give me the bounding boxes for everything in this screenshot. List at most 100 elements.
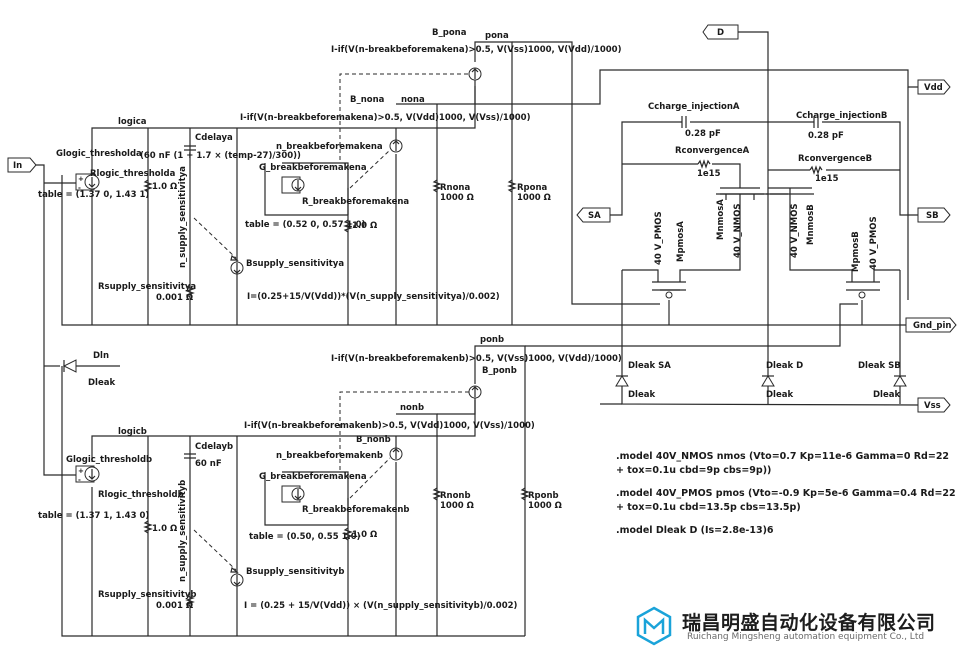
r-break-b-label: R_breakbeforemakenb (302, 505, 410, 515)
rconv-a-label: RconvergenceA (675, 146, 750, 156)
port-gnd-pin: Gnd_pin (905, 317, 957, 333)
rsupply-a-label: Rsupply_sensitivitya (98, 282, 196, 292)
b-non-a-expr: I-if(V(n-breakbeforemakena)>0.5, V(Vdd)1… (240, 113, 531, 123)
dleak-sa-diode (615, 375, 629, 387)
n-break-a-label: n_breakbeforemakena (276, 142, 383, 152)
g-break-a-source (281, 176, 305, 194)
port-d: D (702, 24, 739, 40)
rsupply-b-value: 0.001 Ω (156, 601, 193, 611)
port-vdd: Vdd (917, 79, 951, 95)
dleak-sb-diode (893, 375, 907, 387)
port-sb: SB (917, 207, 951, 223)
rpon-a-resistor (507, 179, 517, 193)
glogic-b-label: Glogic_thresholdb (66, 455, 152, 465)
net-logica: logica (118, 117, 147, 127)
ccharge-a-label: Ccharge_injectionA (648, 102, 740, 112)
dleak-sa-label: Dleak SA (628, 361, 671, 371)
rnon-b-value: 1000 Ω (440, 501, 474, 511)
mp-b-type: 40 V_PMOS (869, 216, 879, 270)
ccharge-b-capacitor (813, 116, 819, 128)
rnon-b-label: Rnonb (440, 491, 471, 501)
logo-company-name-cn: 瑞昌明盛自动化设备有限公司 (682, 612, 936, 634)
rconv-b-value: 1e15 (815, 174, 839, 184)
cdelay-b-capacitor (184, 453, 196, 459)
rconv-a-resistor (697, 159, 711, 169)
b-break-a-source (389, 139, 403, 153)
b-non-b-label: B_nonb (356, 435, 391, 445)
port-gnd-pin-label: Gnd_pin (913, 321, 951, 331)
n-break-b-label: n_breakbeforemakenb (276, 451, 383, 461)
rnon-b-resistor (432, 487, 442, 501)
rlogic-b-value: 1.0 Ω (152, 524, 177, 534)
model-pmos-line2: + tox=0.1u cbd=13.5p cbs=13.5p) (616, 502, 801, 513)
dleak-sa-model: Dleak (628, 390, 655, 400)
model-nmos-line2: + tox=0.1u cbd=9p cbs=9p)) (616, 465, 771, 476)
rpon-b-resistor (520, 487, 530, 501)
dleak-sb-model: Dleak (873, 390, 900, 400)
b-break-b-source (389, 447, 403, 461)
switch-section: Ccharge_injectionA 0.28 pF RconvergenceA… (615, 102, 907, 400)
g-break-a-label: G_breakbeforemakena (259, 163, 367, 173)
mn-b-name: MnmosB (806, 204, 816, 245)
rpon-a-value: 1000 Ω (517, 193, 551, 203)
model-nmos-line1: .model 40V_NMOS nmos (Vto=0.7 Kp=11e-6 G… (616, 451, 949, 462)
bsupply-b-expr: I = (0.25 + 15/V(Vdd)) × (V(n_supply_sen… (244, 601, 518, 611)
input-diode: Dln Dleak (62, 351, 115, 388)
b-pon-b-label: B_ponb (482, 366, 517, 376)
cdelay-a-capacitor (184, 145, 196, 151)
rsupply-b-resistor (185, 593, 195, 607)
g-break-b-source (281, 485, 305, 503)
port-vdd-label: Vdd (924, 83, 943, 93)
pmos-b-transistor (846, 281, 880, 299)
pmos-a-transistor (652, 281, 686, 299)
b-non-a-source (468, 67, 482, 81)
port-in-label: In (13, 161, 22, 171)
net-ponb: ponb (480, 335, 504, 345)
dleak-d-label: Dleak D (766, 361, 803, 371)
dleak-sb-label: Dleak SB (858, 361, 901, 371)
n-supply-a-label: n_supply_sensitivitya (178, 166, 188, 268)
rpon-b-label: Rponb (528, 491, 559, 501)
svg-text:+: + (78, 467, 84, 475)
rconv-b-label: RconvergenceB (798, 154, 872, 164)
svg-text:-: - (78, 184, 81, 192)
r-break-b-value: 1.0 Ω (352, 530, 377, 540)
rnon-a-resistor (432, 179, 442, 193)
dleak-d-diode (761, 375, 775, 387)
port-d-label: D (717, 28, 724, 38)
n-supply-b-label: n_supply_sensitivityb (178, 480, 188, 582)
net-logicb: logicb (118, 427, 147, 437)
logo-mark-icon (636, 606, 672, 646)
b-non-b-expr: I-if(V(n-breakbeforemakenb)>0.5, V(Vdd)1… (244, 421, 535, 431)
rlogic-a-value: 1.0 Ω (152, 182, 177, 192)
b-pon-a-label: B_pona (432, 28, 467, 38)
table-a: table = (1.37 0, 1.43 1) (38, 190, 149, 200)
bsupply-a-source (230, 261, 244, 275)
g-break-b-label: G_breakbeforemakena (259, 472, 367, 482)
r-break-a-label: R_breakbeforemakena (302, 197, 409, 207)
ccharge-a-capacitor (681, 116, 687, 128)
rpon-a-label: Rpona (517, 183, 548, 193)
ccharge-b-label: Ccharge_injectionB (796, 111, 887, 121)
rconv-a-value: 1e15 (697, 169, 721, 179)
rsupply-b-label: Rsupply_sensitivityb (98, 590, 197, 600)
rlogic-a-label: Rlogic_thresholda (90, 169, 176, 179)
bsupply-a-expr: I=(0.25+15/V(Vdd))*(V(n_supply_sensitivi… (247, 292, 500, 302)
nmos-b-transistor (766, 187, 814, 195)
cdelay-b-label: Cdelayb (195, 442, 233, 452)
rconv-b-resistor (809, 165, 823, 175)
glogic-a-label: Glogic_thresholda (56, 149, 142, 159)
b-pon-a-expr: I-if(V(n-breakbeforemakena)>0.5, V(Vss)1… (331, 45, 622, 55)
mn-a-type: 40 V_NMOS (733, 203, 743, 258)
net-nona: nona (401, 95, 425, 105)
net-nonb: nonb (400, 403, 424, 413)
bsupply-a-label: Bsupply_sensitivitya (246, 259, 344, 269)
table-break-a: table = (0.52 0, 0.57 1.0) (245, 220, 366, 230)
cdelay-a-value: (60 nF (1 + 1.7 × (temp-27)/300)) (140, 151, 301, 161)
net-pona: pona (485, 31, 509, 41)
mp-b-name: MpmosB (851, 231, 861, 272)
nmos-a-transistor (716, 187, 764, 200)
r-break-a-value: 1.0 Ω (352, 221, 377, 231)
mn-b-type: 40 V_NMOS (790, 203, 800, 258)
rlogic-b-label: Rlogic_thresholdb (98, 490, 184, 500)
